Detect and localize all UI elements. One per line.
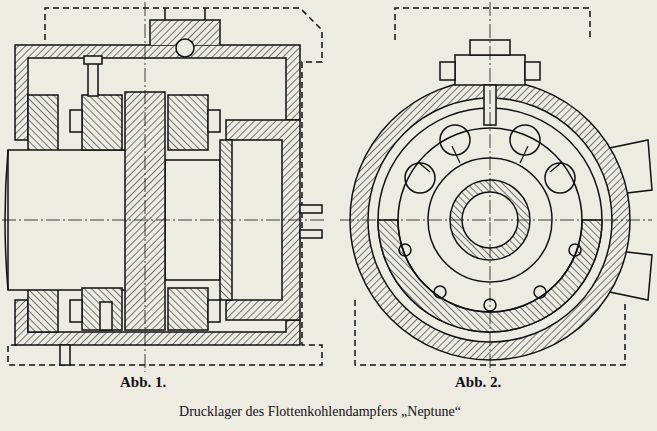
section-view: [2, 2, 325, 372]
figure-label: Abb. 2.: [455, 374, 501, 391]
figure-label: Abb. 1.: [120, 374, 166, 391]
cross-section-view: [340, 2, 652, 372]
figure-caption: Drucklager des Flottenkohlendampfers „Ne…: [0, 404, 640, 420]
